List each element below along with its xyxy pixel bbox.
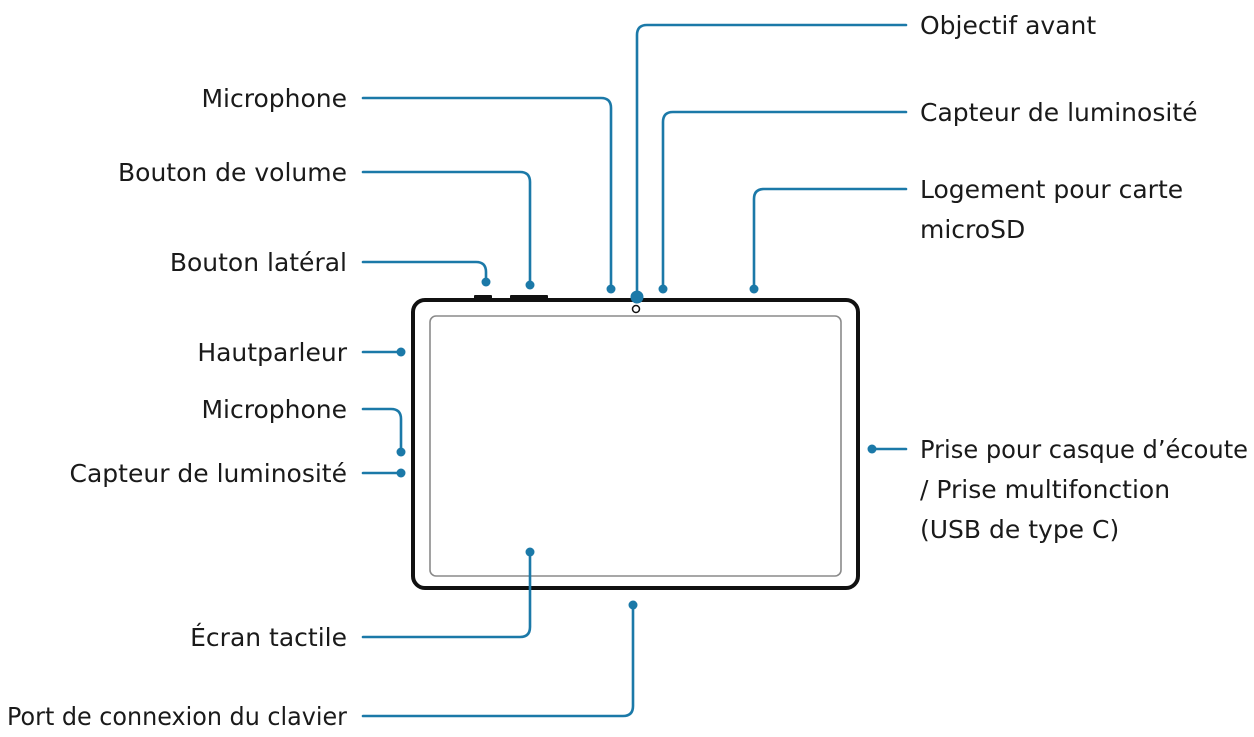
leader-logement-carte xyxy=(752,187,908,291)
label-capteur-luminosite-top: Capteur de luminosité xyxy=(920,98,1197,127)
leader-bouton-volume xyxy=(361,170,532,287)
leader-bouton-lateral xyxy=(361,260,488,284)
leader-microphone-top xyxy=(361,96,613,291)
label-prise-casque-line3: (USB de type C) xyxy=(920,515,1119,544)
label-ecran-tactile: Écran tactile xyxy=(190,623,347,652)
callout-labels: Objectif avant Microphone Capteur de lum… xyxy=(7,11,1248,731)
label-microphone-left: Microphone xyxy=(201,395,347,424)
label-microphone-top: Microphone xyxy=(201,84,347,113)
label-objectif-avant: Objectif avant xyxy=(920,11,1096,40)
front-camera-lens xyxy=(631,304,641,314)
label-prise-casque-line1: Prise pour casque d’écoute xyxy=(920,435,1248,464)
dot-hautparleur xyxy=(396,347,406,357)
label-prise-casque-line2: / Prise multifonction xyxy=(920,475,1170,504)
dot-microphone-top xyxy=(606,284,616,294)
label-logement-carte-line1: Logement pour carte xyxy=(920,175,1183,204)
dot-microphone-left xyxy=(396,447,406,457)
leader-ecran-tactile xyxy=(361,550,532,639)
label-bouton-lateral: Bouton latéral xyxy=(170,248,347,277)
dot-prise-casque xyxy=(867,444,877,454)
label-capteur-luminosite-left: Capteur de luminosité xyxy=(70,459,347,488)
dot-ecran-tactile xyxy=(525,547,535,557)
dot-port-clavier xyxy=(628,600,638,610)
label-bouton-volume: Bouton de volume xyxy=(118,158,347,187)
dot-bouton-lateral xyxy=(481,277,491,287)
dot-bouton-volume xyxy=(525,280,535,290)
dot-capteur-top xyxy=(658,284,668,294)
side-button xyxy=(474,295,492,300)
dot-capteur-left xyxy=(396,468,406,478)
volume-button xyxy=(510,295,548,300)
label-hautparleur: Hautparleur xyxy=(197,338,347,367)
leader-objectif-avant xyxy=(635,23,908,299)
leader-microphone-left xyxy=(361,407,403,454)
dot-objectif-avant xyxy=(630,290,644,304)
dot-logement-carte xyxy=(749,284,759,294)
label-port-clavier: Port de connexion du clavier xyxy=(7,702,348,731)
tablet-device xyxy=(411,295,860,590)
leader-capteur-top xyxy=(661,110,908,291)
leader-port-clavier xyxy=(361,603,635,718)
leader-lines xyxy=(361,23,908,718)
touch-screen-area xyxy=(429,315,842,577)
label-logement-carte-line2: microSD xyxy=(920,215,1025,244)
